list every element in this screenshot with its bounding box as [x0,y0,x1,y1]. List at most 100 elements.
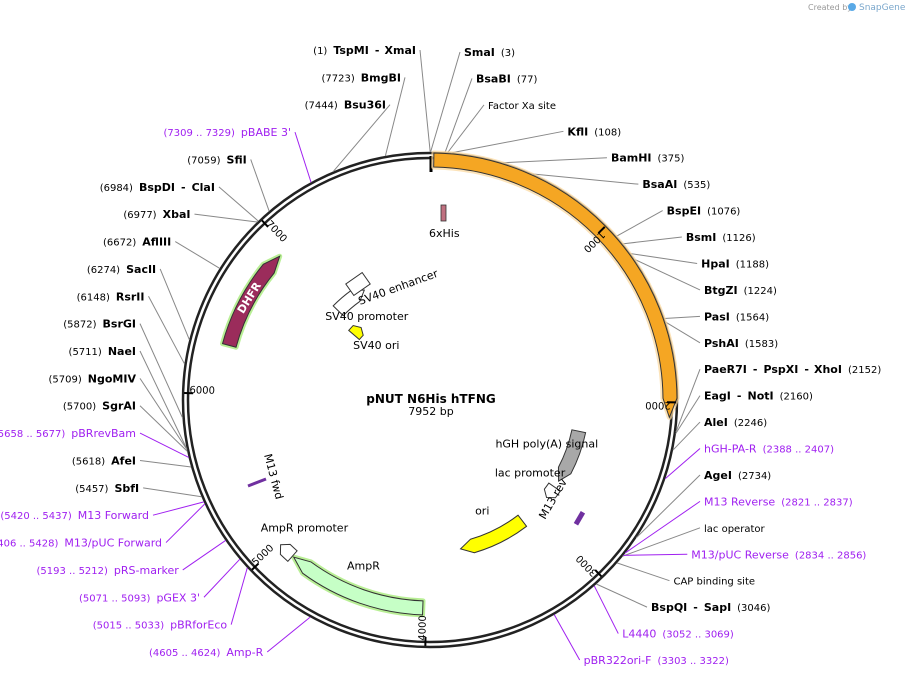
site-text: (6977) [123,210,156,221]
site-label: CAP binding site [673,577,755,588]
feature-label: SV40 promoter [325,310,409,323]
site-text: BmgBI [361,71,401,84]
site-leader [430,51,461,153]
site-text: (1224) [744,286,777,297]
site-text: (2160) [780,392,813,403]
site-text: (2152) [848,365,881,376]
site-label: Factor Xa site [488,101,556,112]
site-text: (535) [683,180,710,191]
site-leader [175,241,221,269]
his-tag-label: 6xHis [429,227,460,240]
site-text: (375) [658,154,685,165]
site-text: (2821 .. 2837) [781,497,853,508]
site-text: (1564) [736,312,769,323]
credit-brand: SnapGene [859,3,906,13]
site-leader [444,78,473,153]
site-text: (5193 .. 5212) [37,566,109,577]
site-text: (2734) [738,471,771,482]
site-text: (3) [501,48,515,59]
site-text: M13/pUC Forward [64,537,162,550]
site-label: (6984)BspDI-ClaI [100,181,215,194]
site-text: pBRforEco [170,619,227,632]
site-label: AleI(2246) [704,416,767,429]
site-label: M13/pUC Reverse(2834 .. 2856) [691,548,866,561]
site-label: (5457)SbfI [75,482,139,495]
site-text: (5015 .. 5033) [93,621,165,632]
site-leader [553,614,581,661]
site-label: (5420 .. 5437)M13 Forward [0,509,149,522]
site-text: TspMI [333,44,369,57]
site-text: (77) [517,74,538,85]
site-text: SfiI [227,153,247,166]
tick-mark [597,226,606,234]
m13-rev-label: M13 rev [536,476,570,521]
site-leaders [139,49,701,661]
site-text: (7059) [187,155,220,166]
site-leader [593,585,619,634]
feature-hgh-poly-a-signal [557,429,587,482]
site-text: (5711) [69,347,102,358]
site-leader [664,315,701,319]
site-label: (6977)XbaI [123,208,190,221]
site-leader [152,501,205,516]
site-label: (7309 .. 7329)pBABE 3' [164,126,292,139]
site-label: (5406 .. 5428)M13/pUC Forward [0,537,162,550]
site-label: BspQI-SapI(3046) [651,601,770,614]
site-leader [623,553,688,556]
his-tag-mark [440,204,447,222]
tick-label: 3000 [574,552,600,578]
site-leader [143,487,202,498]
site-label: (5700)SgrAI [63,400,136,413]
site-text: (5709) [49,374,82,385]
site-label: (5071 .. 5093)pGEX 3' [79,591,200,604]
site-text: BsaAI [642,178,677,191]
site-text: - [375,44,379,57]
feature-dhfr [221,255,281,348]
site-leader [672,421,701,451]
feature-ampr [292,556,424,616]
sv40-enhancer-label: SV40 enhancer [357,267,441,308]
site-label: PshAI(1583) [704,337,778,350]
site-leader [384,77,406,157]
site-text: M13 Reverse [704,495,775,508]
site-label: PasI(1564) [704,310,769,323]
site-leader [664,448,701,480]
tick-mark [261,219,269,228]
snapgene-logo-icon [848,3,856,11]
site-text: (6148) [77,292,110,303]
site-leader [139,405,188,452]
site-text: PshAI [704,337,739,350]
site-text: AleI [704,416,728,429]
site-leader [159,268,190,341]
site-text: (5658 .. 5677) [0,429,65,440]
site-text: pBR322ori-F [584,654,652,667]
site-text: (5618) [72,456,105,467]
tick-mark [594,569,603,578]
site-leader [203,558,241,598]
site-label: BspEI(1076) [667,205,741,218]
site-text: EagI [704,390,731,403]
tick-label: 4000 [417,615,428,641]
site-text: (7723) [322,73,355,84]
site-text: BsrGI [103,318,136,331]
tick-label: 7000 [263,219,288,245]
site-leader [139,432,189,458]
site-leader [630,252,698,264]
site-leader [675,369,701,433]
site-label: (7444)Bsu36I [305,99,386,112]
tick-label: 5000 [250,543,276,569]
site-label: EagI-NotI(2160) [704,390,813,403]
site-text: SapI [704,601,731,614]
site-text: (1) [313,46,327,57]
site-text: Factor Xa site [488,101,556,112]
site-text: pBRrevBam [71,427,136,440]
feature-ori [459,514,528,554]
site-text: NotI [747,390,773,403]
site-text: M13/pUC Reverse [691,548,789,561]
site-leader [665,321,701,344]
feature-label: SV40 ori [353,339,399,352]
m13-rev-mark [573,510,586,526]
site-text: (108) [594,127,621,138]
